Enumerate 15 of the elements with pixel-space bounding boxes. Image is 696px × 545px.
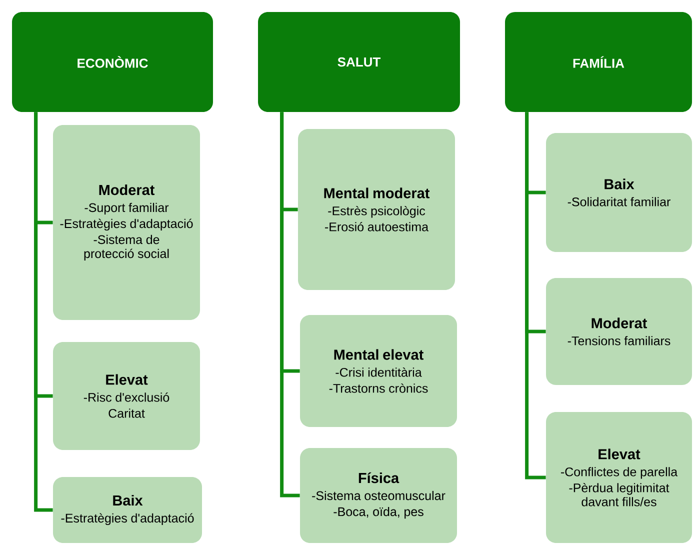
category-box: SALUT [258,12,460,112]
level-box: Mental moderat -Estrès psicològic -Erosió autoestima [298,129,455,290]
level-box: Baix -Estratègies d'adaptació [53,477,202,543]
level-box: Mental elevat -Crisi identitària -Trastorns crònics [300,315,457,427]
connector-line [34,112,53,512]
level-box: Elevat -Conflictes de parella -Pèrdua legitimitat davant fills/es [546,412,692,543]
category-box: FAMÍLIA [505,12,692,112]
level-box: Moderat -Tensions familiars [546,278,692,385]
category-box: ECONÒMIC [12,12,213,112]
level-box: Moderat -Suport familiar -Estratègies d'adaptació -Sistema de protecció social [53,125,200,320]
connector-line [525,112,546,480]
level-box: Elevat -Risc d'exclusió Caritat [53,342,200,450]
level-box: Física -Sistema osteomuscular -Boca, oïda, pes [300,448,457,543]
connector-line [280,112,300,498]
level-box: Baix -Solidaritat familiar [546,133,692,252]
